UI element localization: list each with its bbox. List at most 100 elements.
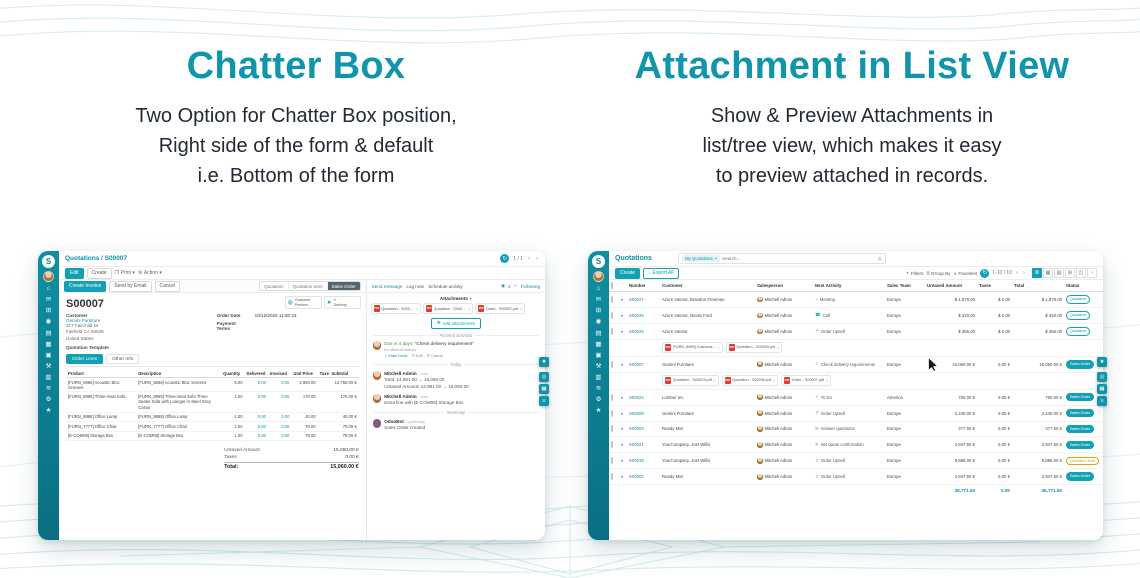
col-number[interactable]: Number bbox=[627, 280, 660, 292]
pager-next-icon[interactable]: › bbox=[536, 255, 538, 262]
expand-attachments-icon[interactable]: ▾ bbox=[621, 394, 624, 400]
customer-preview-smart-button[interactable]: ◍ Customer Preview bbox=[284, 296, 322, 309]
cancel-activity-button[interactable]: ✗ Cancel bbox=[426, 353, 444, 359]
contacts-icon[interactable]: ◉ bbox=[45, 318, 52, 326]
remove-attachment-icon[interactable]: × bbox=[772, 377, 776, 383]
col-customer[interactable]: Customer bbox=[660, 280, 755, 292]
col-delivered[interactable]: Delivered bbox=[244, 369, 268, 379]
col-invoiced[interactable]: Invoiced bbox=[267, 369, 292, 379]
followers-icon[interactable]: ◉ bbox=[501, 283, 506, 288]
remove-filter-icon[interactable]: × bbox=[714, 256, 718, 261]
favorite-tool-button[interactable]: ★ bbox=[539, 357, 549, 367]
list-view-button[interactable]: ≣ bbox=[1032, 268, 1042, 278]
expand-attachments-icon[interactable]: ▾ bbox=[621, 312, 624, 318]
create-button[interactable]: Create bbox=[86, 267, 112, 279]
col-next-activity[interactable]: Next Activity bbox=[813, 280, 885, 292]
col-quantity[interactable]: Quantity bbox=[221, 369, 245, 379]
pager-prev-icon[interactable]: ‹ bbox=[1016, 270, 1018, 276]
col-subtotal[interactable]: Subtotal bbox=[329, 369, 359, 379]
create-invoice-button[interactable]: Create Invoice bbox=[64, 280, 107, 292]
export-all-button[interactable]: ↓ Export All bbox=[643, 267, 679, 279]
discuss-icon[interactable]: ✉ bbox=[595, 296, 602, 304]
expand-attachments-icon[interactable]: ▾ bbox=[621, 296, 624, 302]
remove-attachment-icon[interactable]: × bbox=[825, 377, 829, 383]
tab-order-lines[interactable]: Order Lines bbox=[66, 354, 104, 365]
calendar-view-button[interactable]: ▤ bbox=[1054, 268, 1064, 278]
apps-icon[interactable]: ★ bbox=[595, 407, 602, 415]
inventory-icon[interactable]: ▣ bbox=[595, 351, 602, 359]
tab-other-info[interactable]: Other Info bbox=[106, 354, 140, 365]
search-tool-button[interactable]: ◎ bbox=[1097, 372, 1107, 382]
followers-count[interactable]: 2 bbox=[508, 283, 511, 289]
print-menu[interactable]: ❒ Print ▾ bbox=[114, 270, 135, 276]
kanban-view-button[interactable]: ▦ bbox=[1043, 268, 1053, 278]
graph-view-button[interactable]: ◫ bbox=[1076, 268, 1086, 278]
remove-attachment-icon[interactable]: × bbox=[713, 377, 716, 383]
send-by-email-button[interactable]: Send by Email bbox=[109, 280, 152, 292]
pivot-view-button[interactable]: ⊞ bbox=[1065, 268, 1075, 278]
order-line-row[interactable]: [FURN_8888] Office Lamp [FURN_8888] Offi… bbox=[66, 412, 359, 423]
table-row[interactable]: ▾ S00018 YourCompany, Joel Willis Mitche… bbox=[609, 452, 1103, 470]
expand-attachments-icon[interactable]: ▾ bbox=[621, 426, 624, 432]
action-menu[interactable]: ⚙ Action ▾ bbox=[137, 270, 162, 276]
customer-name[interactable]: Gemini Furniture bbox=[66, 318, 101, 323]
breadcrumb[interactable]: Quotations / S00007 bbox=[65, 255, 128, 262]
chatter-message[interactable]: Mitchell Admin- now Extra line with [E-C… bbox=[367, 392, 545, 408]
expand-attachments-icon[interactable]: ▾ bbox=[621, 458, 624, 464]
stage-quotation[interactable]: Quotation bbox=[260, 282, 288, 290]
col-salesperson[interactable]: Salesperson bbox=[755, 280, 813, 292]
refresh-button[interactable]: ↻ bbox=[980, 268, 990, 278]
add-attachments-button[interactable]: ✚ Add attachments bbox=[430, 317, 481, 329]
manufacturing-icon[interactable]: ⚒ bbox=[595, 362, 602, 370]
following-button[interactable]: Following bbox=[520, 283, 540, 289]
discuss-icon[interactable]: ✉ bbox=[45, 296, 52, 304]
col-total[interactable]: Total bbox=[1012, 280, 1064, 292]
attachment-chip[interactable]: PDF Order - S00007.pdf × bbox=[475, 303, 526, 314]
attachment-chip[interactable]: PDF Quotation - S00023.pdf × bbox=[370, 303, 422, 314]
activity-view-button[interactable]: ◔ bbox=[1087, 268, 1097, 278]
settings-icon[interactable]: ⚙ bbox=[595, 396, 602, 404]
order-line-row[interactable]: [FURN_6666] Acoustic Bloc Screens [FURN_… bbox=[66, 377, 359, 393]
order-line-row[interactable]: [FURN_7777] Office Chair [FURN_7777] Off… bbox=[66, 421, 359, 432]
select-all-checkbox[interactable] bbox=[611, 282, 613, 289]
col-unit-price[interactable]: Unit Price bbox=[291, 369, 318, 379]
user-avatar[interactable] bbox=[43, 271, 54, 282]
purchase-icon[interactable]: ▥ bbox=[45, 374, 52, 381]
table-row[interactable]: ▾ S00024 Lumber Inc Mitchell Admin ✓To D… bbox=[609, 389, 1103, 406]
col-untaxed-amount[interactable]: Untaxed Amount bbox=[925, 280, 977, 292]
chatter-message[interactable]: Mitchell Admin- now Total: 14,981.00 → 1… bbox=[367, 369, 545, 392]
col-sales-team[interactable]: Sales Team bbox=[885, 280, 925, 292]
table-row[interactable]: ▾ S00007 Gemini Furniture Mitchell Admin… bbox=[609, 356, 1103, 373]
row-checkbox[interactable] bbox=[611, 295, 613, 303]
planned-activity-item[interactable]: Due in 4 days: “Check delivery requireme… bbox=[367, 340, 545, 360]
table-row[interactable]: ▾ S00021 YourCompany, Joel Willis Mitche… bbox=[609, 436, 1103, 454]
row-checkbox[interactable] bbox=[611, 425, 613, 433]
attachment-chip[interactable]: PDF Order - S00007.pdf × bbox=[781, 374, 832, 386]
mark-done-button[interactable]: ✓ Mark Done bbox=[384, 353, 408, 359]
inventory-icon[interactable]: ▣ bbox=[45, 351, 52, 359]
remove-attachment-icon[interactable]: × bbox=[776, 344, 780, 350]
apps-icon[interactable]: ★ bbox=[45, 407, 52, 415]
cancel-button[interactable]: Cancel bbox=[154, 280, 181, 292]
row-checkbox[interactable] bbox=[611, 311, 613, 319]
invoicing-icon[interactable]: ▦ bbox=[45, 340, 52, 348]
table-row[interactable]: ▾ S00008 Gemini Furniture Mitchell Admin… bbox=[609, 405, 1103, 422]
expand-attachments-icon[interactable]: ▾ bbox=[621, 361, 624, 367]
attachment-chip[interactable]: PDF Quotation - S00023.pdf × bbox=[662, 374, 719, 386]
row-checkbox[interactable] bbox=[611, 457, 613, 465]
attachment-chip[interactable]: PDF [FURN_8999] Customiz... × bbox=[662, 341, 723, 353]
group-by-button[interactable]: ≣ Group By bbox=[926, 270, 951, 276]
row-checkbox[interactable] bbox=[611, 409, 613, 417]
menu-tool-button[interactable]: ≡ bbox=[539, 396, 549, 406]
stage-quotation-sent[interactable]: Quotation Sent bbox=[287, 282, 327, 290]
manufacturing-icon[interactable]: ⚒ bbox=[45, 362, 52, 370]
col-status[interactable]: Status bbox=[1064, 280, 1103, 292]
favorites-button[interactable]: ★ Favorites bbox=[953, 270, 978, 276]
menu-tool-button[interactable]: ≡ bbox=[1097, 396, 1107, 406]
schedule-activity-button[interactable]: Schedule activity bbox=[428, 283, 463, 289]
purchase-icon[interactable]: ▥ bbox=[595, 374, 602, 381]
row-checkbox[interactable] bbox=[611, 360, 613, 368]
invoicing-icon[interactable]: ▦ bbox=[595, 340, 602, 348]
filters-button[interactable]: ▼ Filters bbox=[905, 270, 924, 276]
attachment-chip[interactable]: PDF Quotation - S00025.pdf × bbox=[725, 341, 783, 353]
